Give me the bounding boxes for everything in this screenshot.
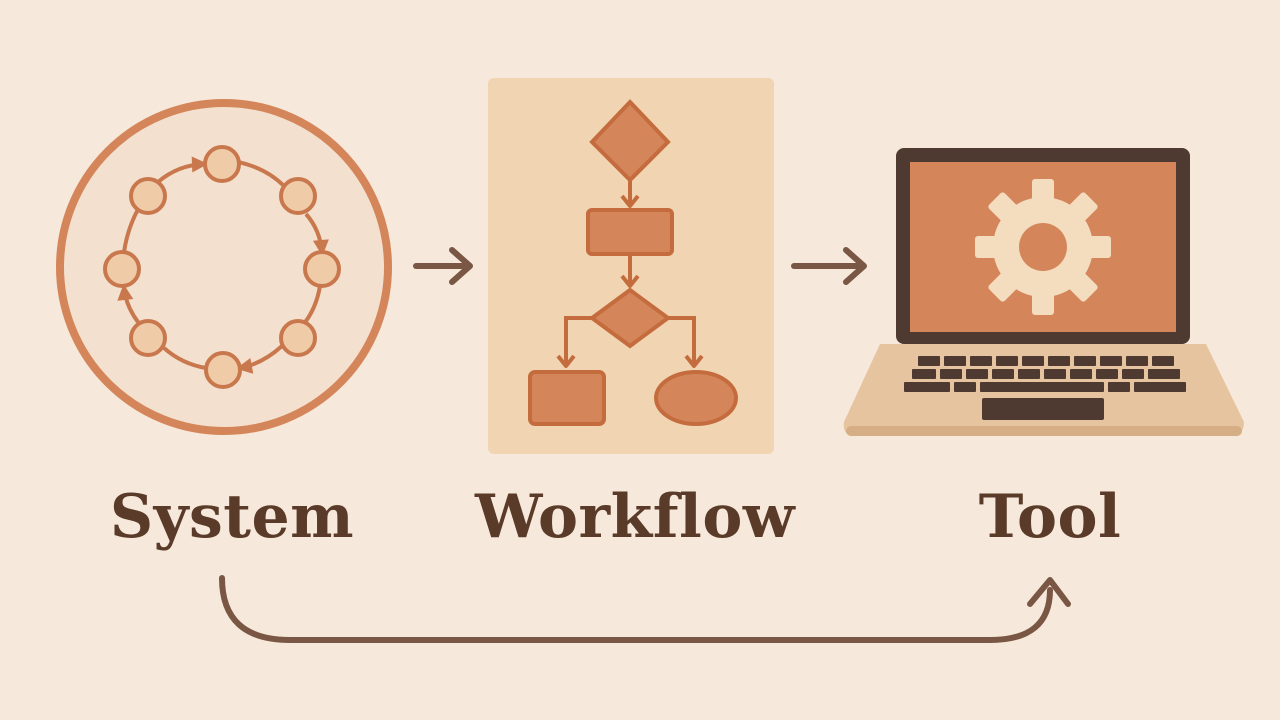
cycle-node bbox=[279, 319, 317, 357]
system-cycle-icon bbox=[56, 99, 392, 435]
arrow-system-to-workflow bbox=[413, 247, 473, 285]
laptop-keyboard bbox=[904, 356, 1186, 420]
workflow-flowchart-icon bbox=[488, 78, 774, 454]
cycle-nodes bbox=[103, 145, 341, 389]
cycle-node bbox=[103, 250, 141, 288]
cycle-node bbox=[279, 177, 317, 215]
cycle-node bbox=[204, 351, 242, 389]
cycle-node bbox=[129, 319, 167, 357]
cycle-node bbox=[303, 250, 341, 288]
arrow-workflow-to-tool bbox=[791, 247, 867, 285]
stage-label-system: System bbox=[109, 482, 355, 552]
flow-decision-bottom bbox=[588, 287, 672, 349]
flow-end-box bbox=[528, 370, 606, 426]
flow-process-box bbox=[586, 208, 674, 256]
laptop-trackpad bbox=[982, 398, 1104, 420]
cycle-node bbox=[129, 177, 167, 215]
cycle-node bbox=[203, 145, 241, 183]
stage-label-workflow: Workflow bbox=[475, 482, 795, 552]
flow-end-terminal bbox=[654, 370, 738, 426]
gear-icon bbox=[975, 179, 1111, 315]
arrow-system-to-tool bbox=[219, 575, 1071, 643]
cycle-arcs bbox=[117, 156, 329, 374]
tool-laptop-icon bbox=[843, 148, 1244, 436]
stage-label-tool: Tool bbox=[978, 482, 1122, 552]
